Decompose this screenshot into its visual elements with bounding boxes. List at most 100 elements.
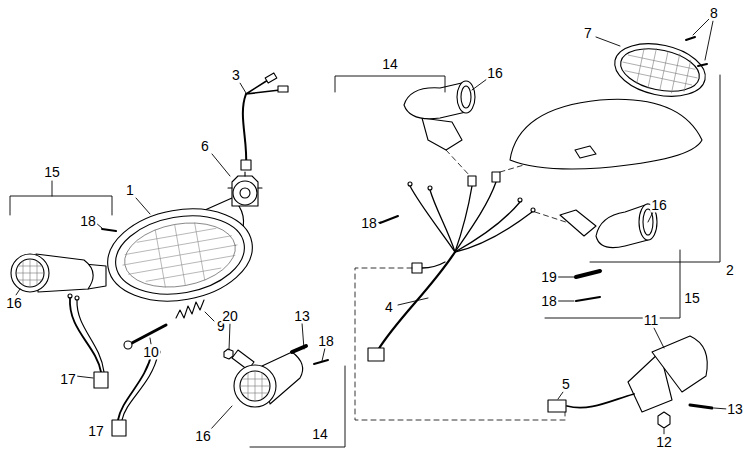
front-right-indicator-shape xyxy=(314,360,328,364)
front-right-indicator-shape xyxy=(241,371,269,401)
callout-number: 18 xyxy=(360,216,378,231)
wiring-harness-shape xyxy=(468,176,476,186)
leader-lines-shape xyxy=(664,429,665,434)
wiring-harness-shape xyxy=(518,198,522,202)
wiring-harness-shape xyxy=(355,268,565,420)
licence-plate-light-shape xyxy=(690,405,712,408)
leader-lines-shape xyxy=(229,324,230,350)
bulb-holder xyxy=(228,172,262,206)
front-left-indicator xyxy=(11,229,116,292)
wiring-harness-shape xyxy=(492,172,500,182)
wiring-harness-shape xyxy=(412,263,422,273)
front-right-indicator-shape xyxy=(224,349,233,359)
tail-light-shape xyxy=(686,37,707,66)
tail-light-shape xyxy=(619,43,702,98)
leader-lines-shape xyxy=(96,223,102,228)
screw-and-spring xyxy=(124,300,204,349)
callout-number: 19 xyxy=(540,270,558,285)
leader-lines-shape xyxy=(558,392,563,399)
indicator-wire-shape xyxy=(118,352,152,420)
leader-lines-shape xyxy=(16,289,20,295)
wiring-harness-shape xyxy=(455,186,472,252)
leader-lines-shape xyxy=(211,406,232,429)
wiring-harness-shape xyxy=(422,262,445,268)
leader-lines-shape xyxy=(654,328,664,348)
front-left-indicator-shape xyxy=(17,259,43,287)
callout-number: 7 xyxy=(583,26,593,41)
callout-number: 18 xyxy=(79,214,97,229)
callout-number: 15 xyxy=(43,165,61,180)
bulb-holder-shape xyxy=(232,176,258,206)
callout-number: 16 xyxy=(486,66,504,81)
leader-lines-shape xyxy=(335,76,445,92)
leader-lines-shape xyxy=(557,277,574,278)
front-right-indicator xyxy=(224,346,328,407)
headlight-shape xyxy=(155,221,205,289)
bulb-wire-shape xyxy=(246,80,280,94)
rear-left-indicator-shape xyxy=(380,216,398,223)
tail-light-shape xyxy=(575,146,596,158)
licence-plate-light xyxy=(548,336,712,428)
leader-lines-shape xyxy=(76,376,93,378)
front-right-indicator-shape xyxy=(234,365,276,407)
headlight xyxy=(100,198,259,312)
bulb-wire-shape xyxy=(265,73,277,83)
callout-number: 17 xyxy=(87,424,105,439)
callout-number: 10 xyxy=(142,345,160,360)
tail-light xyxy=(510,36,710,169)
wiring-harness-shape xyxy=(378,252,455,350)
wiring-harness-shape xyxy=(428,186,432,190)
rear-right-indicator-shape xyxy=(560,210,596,236)
licence-plate-light-shape xyxy=(658,412,670,428)
callout-number: 12 xyxy=(655,435,673,450)
callout-number: 14 xyxy=(381,57,399,72)
callout-number: 4 xyxy=(384,300,394,315)
wiring-harness-shape xyxy=(531,208,535,212)
wiring-harness-shape xyxy=(455,212,532,252)
callout-number: 8 xyxy=(709,6,719,21)
headlight-shape xyxy=(100,198,259,312)
screw-and-spring-shape xyxy=(124,341,132,349)
leader-lines-shape xyxy=(136,198,150,214)
indicator-wire-shape xyxy=(75,296,79,300)
wiring-harness-shape xyxy=(455,182,496,252)
leader-lines-shape xyxy=(302,323,304,349)
leader-lines-shape xyxy=(322,348,325,361)
leader-lines-shape xyxy=(398,298,428,305)
screw-and-spring-shape xyxy=(176,300,204,318)
tail-light-shape xyxy=(617,42,704,98)
indicator-wire-shape xyxy=(112,420,126,436)
leader-lines-shape xyxy=(250,366,345,447)
callout-number: 14 xyxy=(311,427,329,442)
callout-number: 11 xyxy=(643,313,660,328)
wiring-harness-shape xyxy=(430,190,455,252)
leader-lines-shape xyxy=(596,37,620,46)
leader-lines-shape xyxy=(212,154,230,176)
front-left-indicator-shape xyxy=(102,229,116,231)
front-left-indicator-shape xyxy=(11,254,49,292)
leader-lines-shape xyxy=(240,83,246,93)
rear-left-indicator-shape xyxy=(422,118,462,150)
indicator-wire-shape xyxy=(122,354,158,420)
leader-lines-shape xyxy=(52,181,53,196)
bulb-wire xyxy=(241,73,288,170)
bulb-wire-shape xyxy=(278,86,288,92)
callout-number: 18 xyxy=(317,334,335,349)
indicator-wire-shape xyxy=(94,372,108,388)
callout-number: 13 xyxy=(293,309,311,324)
leader-lines-shape xyxy=(693,19,713,60)
callout-number: 16 xyxy=(650,198,668,213)
headlight-shape xyxy=(109,206,250,303)
rear-right-indicator-shape xyxy=(576,271,600,277)
bulb-wire-shape xyxy=(243,94,246,166)
indicator-wire-shape xyxy=(68,294,72,298)
callout-number: 16 xyxy=(194,429,212,444)
leader-lines-shape xyxy=(545,250,680,318)
leader-lines-shape xyxy=(557,301,574,302)
callout-number: 16 xyxy=(5,296,23,311)
callout-number: 5 xyxy=(561,377,571,392)
wiring-harness-shape xyxy=(446,150,470,176)
leader-lines-shape xyxy=(10,196,112,215)
callout-number: 6 xyxy=(200,139,210,154)
